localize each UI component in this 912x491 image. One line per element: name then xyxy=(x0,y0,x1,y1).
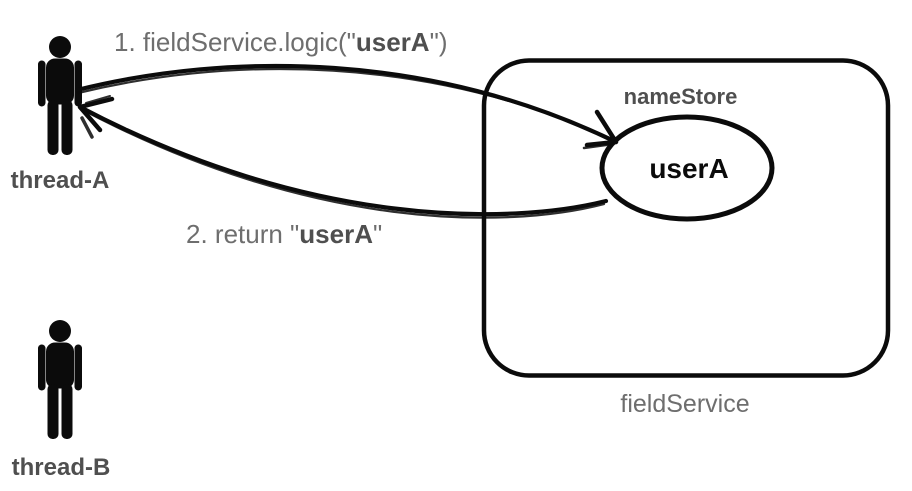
return-message-emphasis: userA xyxy=(299,219,373,249)
return-message-suffix: " xyxy=(372,219,383,249)
call-message-prefix: 1. fieldService.logic(" xyxy=(114,27,356,57)
return-arrowhead-icon xyxy=(77,95,115,139)
return-arrow-curve xyxy=(77,95,609,219)
thread-a-actor-icon xyxy=(38,36,82,155)
call-message-label: 1. fieldService.logic("userA") xyxy=(114,28,447,56)
field-service-label: fieldService xyxy=(620,390,750,418)
user-a-node-label: userA xyxy=(649,153,729,184)
name-store-label: nameStore xyxy=(623,84,738,109)
call-message-emphasis: userA xyxy=(355,27,430,57)
call-message-suffix: ") xyxy=(429,27,448,57)
return-message-prefix: 2. return " xyxy=(186,219,300,249)
user-a-ellipse xyxy=(599,114,775,222)
thread-b-label: thread-B xyxy=(11,454,111,481)
call-arrowhead-icon xyxy=(582,109,619,150)
thread-a-label: thread-A xyxy=(10,167,110,194)
call-arrow-curve xyxy=(74,63,619,150)
return-message-label: 2. return "userA" xyxy=(186,220,382,248)
thread-b-actor-icon xyxy=(38,320,82,439)
